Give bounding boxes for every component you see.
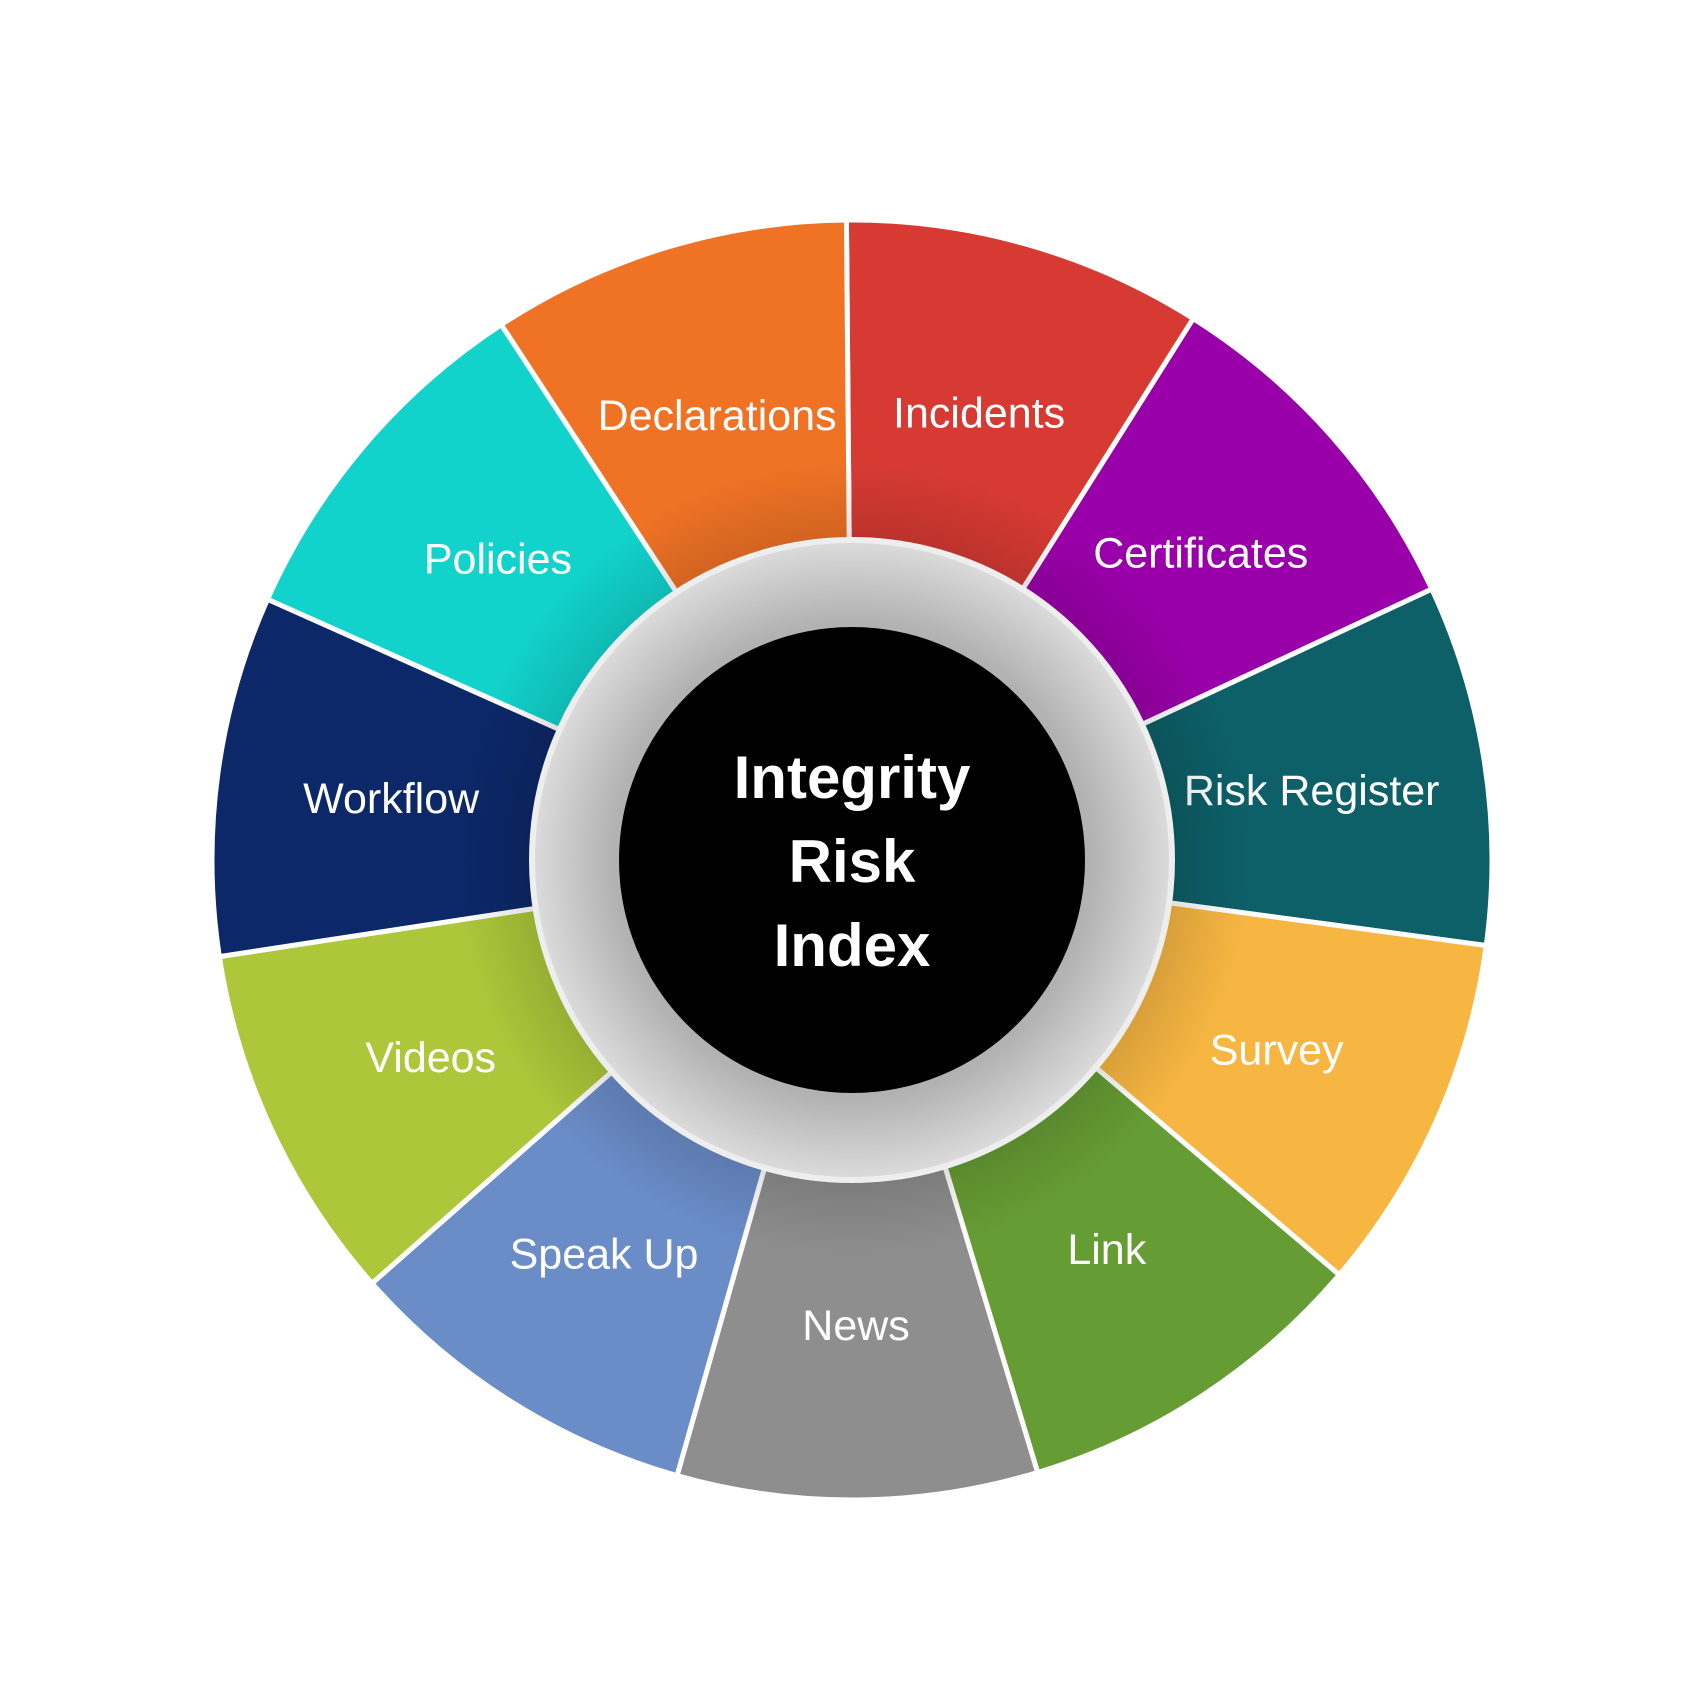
segment-label-risk-register: Risk Register <box>1184 767 1440 815</box>
center-title-line-1: Integrity <box>734 744 971 811</box>
segment-label-workflow: Workflow <box>303 775 480 823</box>
segment-label-declarations: Declarations <box>598 392 837 440</box>
segment-label-news: News <box>802 1302 910 1350</box>
center-title-line-3: Index <box>774 912 931 979</box>
segment-label-incidents: Incidents <box>893 390 1065 438</box>
segment-label-certificates: Certificates <box>1093 529 1308 577</box>
segment-label-videos: Videos <box>365 1034 496 1082</box>
segment-label-speak-up: Speak Up <box>510 1230 699 1278</box>
segment-label-link: Link <box>1067 1226 1146 1274</box>
segment-label-policies: Policies <box>424 536 572 584</box>
center-disc <box>619 627 1085 1093</box>
segment-label-survey: Survey <box>1210 1026 1344 1074</box>
center-title-line-2: Risk <box>789 828 916 895</box>
